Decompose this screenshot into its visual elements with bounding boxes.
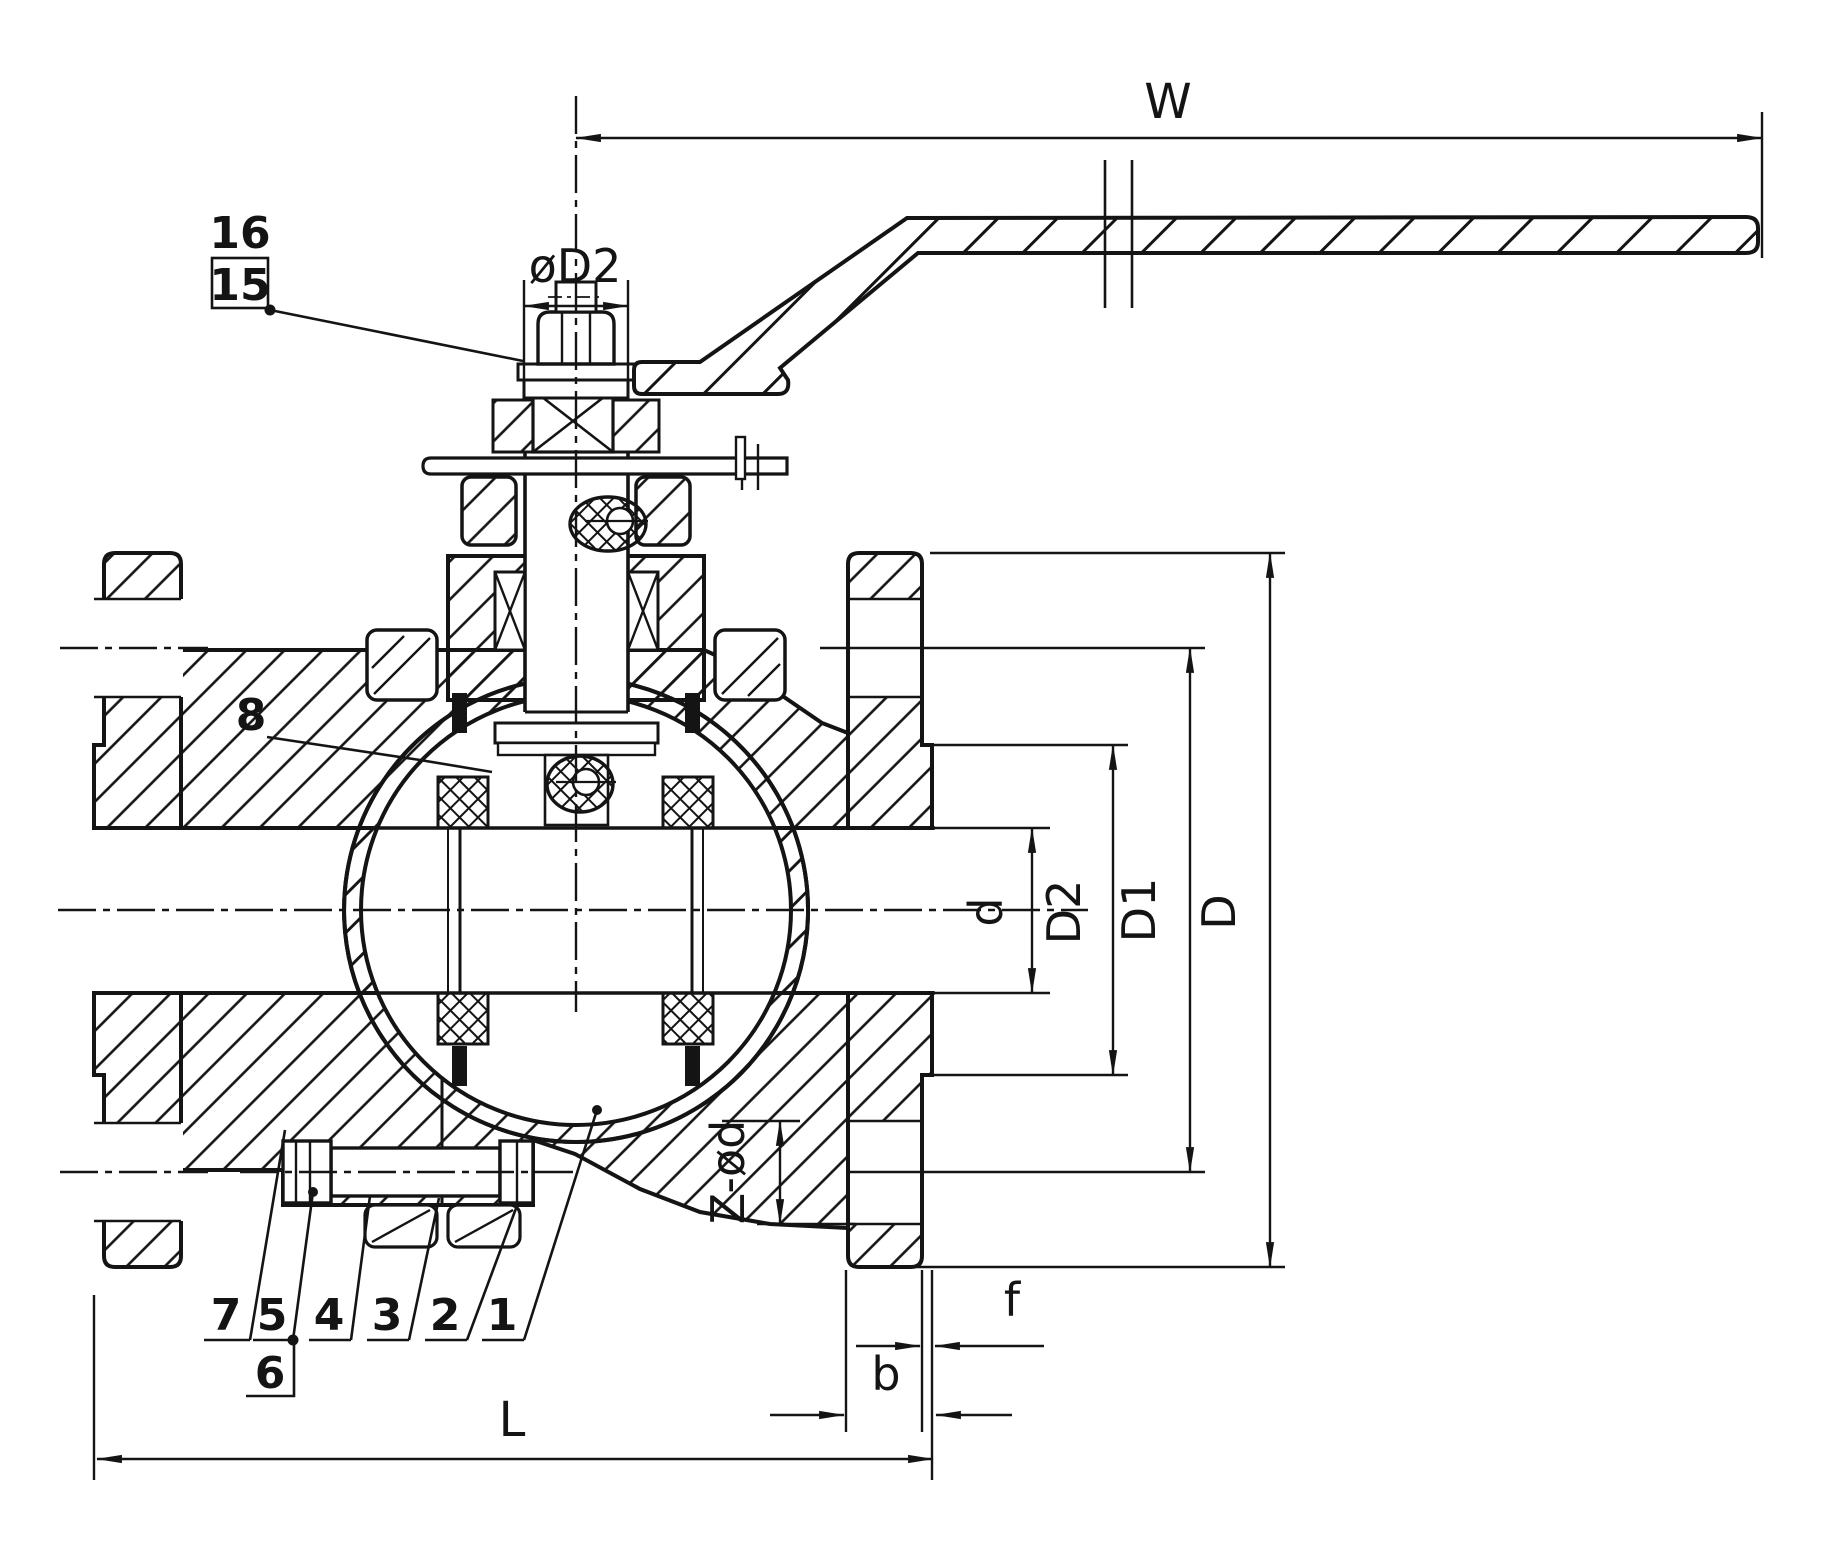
part-label-5: 5 bbox=[257, 1290, 288, 1341]
body-seal-lower-left bbox=[452, 1046, 467, 1086]
part-label-6: 6 bbox=[255, 1348, 286, 1399]
dim-label-D2: D2 bbox=[1037, 880, 1091, 945]
part-label-16: 16 bbox=[209, 208, 270, 259]
bonnet-lug-left bbox=[460, 475, 518, 547]
callout-box-15 bbox=[210, 256, 270, 310]
body-boss-right bbox=[713, 628, 787, 702]
dimensions bbox=[92, 112, 1764, 1480]
handle-stop-pin bbox=[734, 435, 747, 481]
body-bolt-assembly bbox=[281, 1139, 535, 1249]
stem-packing-right bbox=[626, 570, 660, 652]
stem-packing-left bbox=[493, 570, 527, 652]
leader-7 bbox=[248, 1129, 287, 1341]
dim-label-W: W bbox=[1144, 74, 1191, 130]
body-seal-lower-right bbox=[685, 1046, 700, 1086]
centerlines bbox=[58, 96, 1088, 1174]
part-label-1: 1 bbox=[487, 1290, 518, 1341]
dim-label-b: b bbox=[871, 1347, 900, 1401]
leader-15 bbox=[269, 308, 524, 363]
seat-upper-left bbox=[436, 775, 490, 830]
dim-label-D: D bbox=[1192, 894, 1246, 929]
mounting-plate bbox=[421, 444, 789, 490]
seat-lower-right bbox=[661, 991, 715, 1046]
part-label-7: 7 bbox=[211, 1290, 242, 1341]
stem-seal-upper bbox=[568, 495, 648, 553]
seat-upper-right bbox=[661, 775, 715, 830]
stem-top-stack bbox=[421, 280, 789, 490]
stem-seal-lower bbox=[545, 754, 616, 814]
leader-1 bbox=[522, 1109, 599, 1341]
leader-5 bbox=[291, 1191, 315, 1341]
gland-flank-right bbox=[611, 398, 661, 454]
body-seal-upper-left bbox=[452, 693, 467, 733]
bolt-shank bbox=[329, 1146, 502, 1198]
part-label-15: 15 bbox=[209, 260, 270, 311]
callout-box-6 bbox=[246, 1344, 296, 1398]
part-leaders bbox=[204, 256, 602, 1398]
dim-label-D1: D1 bbox=[1112, 878, 1166, 943]
body-boss-left bbox=[365, 628, 439, 702]
leader-4 bbox=[349, 1195, 372, 1341]
dim-label-L: L bbox=[499, 1392, 526, 1448]
handle-lever bbox=[632, 160, 1760, 396]
seat-lower-left bbox=[436, 991, 490, 1046]
leader-8 bbox=[266, 735, 493, 774]
leader-2 bbox=[465, 1202, 520, 1341]
part-label-3: 3 bbox=[372, 1290, 403, 1341]
part-label-2: 2 bbox=[430, 1290, 461, 1341]
dim-label-oD2: øD2 bbox=[529, 239, 622, 293]
labels: W øD2 16 15 8 7 5 6 4 3 2 1 d D2 D1 D Z-… bbox=[209, 74, 1246, 1448]
leader-3 bbox=[407, 1197, 441, 1341]
gland-flank-left bbox=[491, 398, 535, 454]
part-label-4: 4 bbox=[314, 1290, 345, 1341]
dim-label-d: d bbox=[959, 897, 1013, 926]
left-flange bbox=[92, 551, 183, 1269]
right-flange bbox=[846, 551, 934, 1269]
part-label-8: 8 bbox=[236, 690, 267, 741]
body-seal-upper-right bbox=[685, 693, 700, 733]
dim-label-f: f bbox=[1004, 1273, 1022, 1327]
handle-body bbox=[632, 214, 1760, 396]
dim-label-Zod: Z-ød bbox=[701, 1120, 755, 1225]
